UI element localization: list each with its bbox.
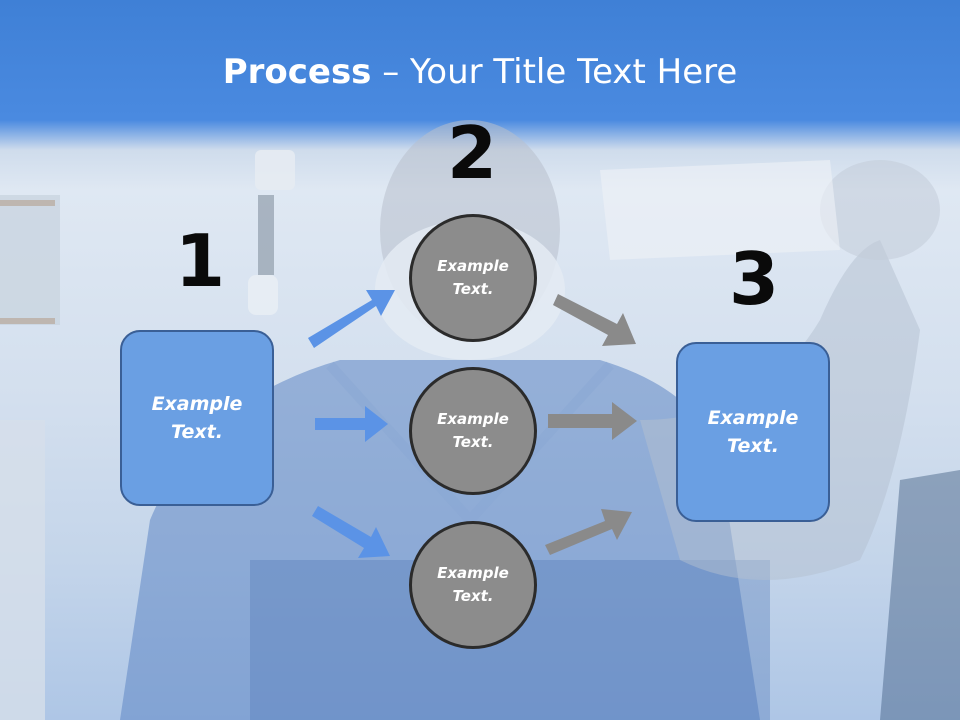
circle-bottom: Example Text. [409,521,537,649]
circle-middle-text: Example Text. [437,409,509,451]
arrow-from-circle-bottom [545,509,632,555]
circle-middle: Example Text. [409,367,537,495]
circle-bottom-text: Example Text. [437,563,509,605]
title-bold: Process [222,52,372,92]
step-3-text: Example Text. [707,406,799,458]
step-1-text: Example Text. [151,392,243,444]
step-1-box: Example Text. [120,330,274,506]
circle-top-text: Example Text. [437,256,509,298]
arrow-to-circle-top [308,290,395,348]
step-3-box: Example Text. [676,342,830,522]
arrow-from-circle-top [553,294,636,346]
arrow-to-circle-bottom [312,506,390,558]
arrow-from-circle-middle [548,402,637,440]
title-rest: – Your Title Text Here [371,52,738,92]
step-number-3: 3 [728,237,780,321]
arrow-to-circle-middle [315,406,388,442]
page-title: Process – Your Title Text Here [0,52,960,92]
circle-top: Example Text. [409,214,537,342]
step-number-2: 2 [446,111,498,195]
step-number-1: 1 [174,219,226,303]
